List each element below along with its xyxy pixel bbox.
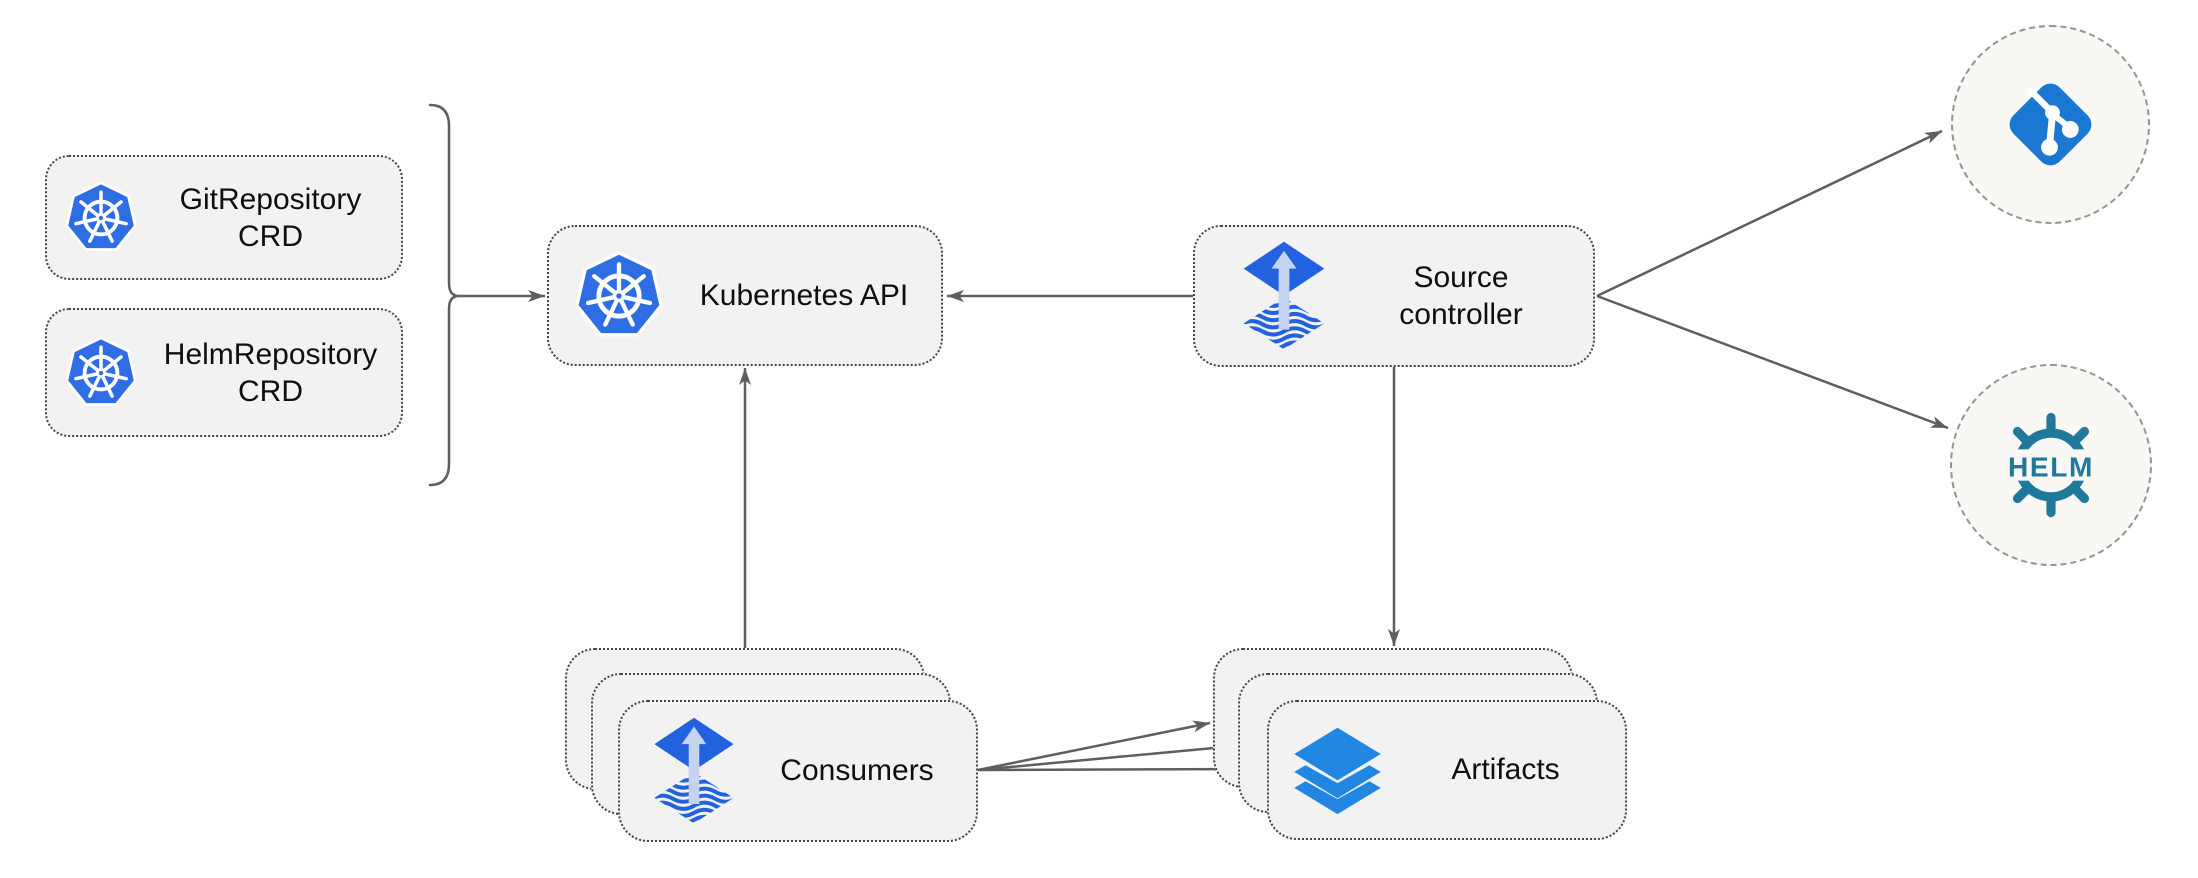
node-label: GitRepository CRD [140, 181, 401, 255]
node-label: HelmRepository CRD [140, 336, 401, 410]
helm-icon: HELM [1997, 411, 2105, 519]
git-icon [2001, 75, 2100, 174]
node-consumers: Consumers [618, 700, 978, 842]
helm-badge-text: HELM [2008, 451, 2094, 482]
node-source-controller: Source controller [1193, 225, 1595, 367]
arrow-consumers-to-artifacts-2 [977, 741, 1236, 772]
node-label: Source controller [1329, 259, 1593, 333]
arrow-source-to-helm [1596, 294, 1949, 430]
node-artifacts: Artifacts [1267, 700, 1627, 840]
node-label-line2: CRD [238, 374, 303, 408]
node-gitrepository-crd: GitRepository CRD [45, 155, 403, 280]
endpoint-git [1951, 25, 2150, 224]
kubernetes-icon [62, 178, 140, 258]
node-label-line2: controller [1399, 298, 1523, 331]
node-label-line1: HelmRepository [163, 337, 378, 371]
endpoint-helm: HELM [1950, 364, 2152, 566]
node-label-line1: Source [1413, 261, 1509, 294]
arrow-source-to-git [1596, 129, 1943, 298]
node-helmrepository-crd: HelmRepository CRD [45, 308, 403, 437]
kubernetes-icon [571, 247, 667, 345]
layers-icon [1289, 723, 1386, 817]
node-label: Artifacts [1451, 753, 1560, 786]
crd-group-bracket [428, 103, 460, 487]
node-label-line1: GitRepository [179, 182, 362, 216]
flux-icon [1239, 240, 1329, 352]
node-label: Consumers [780, 754, 934, 787]
kubernetes-icon [62, 333, 140, 413]
node-label: Kubernetes API [699, 278, 909, 312]
flux-icon [650, 716, 738, 826]
node-label-line2: CRD [238, 219, 303, 253]
arrow-consumers-to-artifacts-1 [977, 720, 1211, 772]
node-kubernetes-api: Kubernetes API [547, 225, 943, 366]
